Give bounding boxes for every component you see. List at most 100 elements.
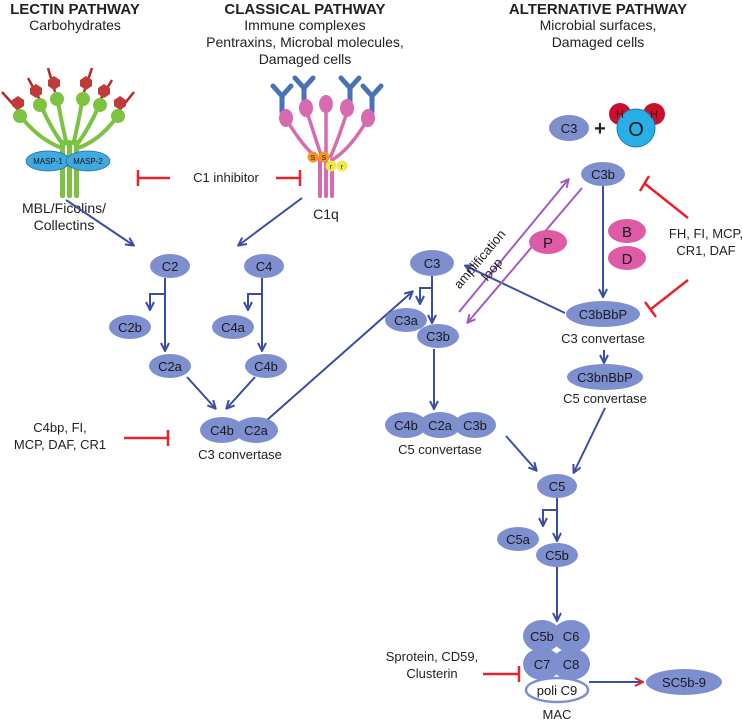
conv-c4b-label: C4b [210,423,234,438]
node-c2b: C2b [109,315,151,339]
classical-title: CLASSICAL PATHWAY [224,1,385,18]
svg-text:B: B [622,224,632,241]
node-c3-center: C3 [410,250,454,276]
svg-text:SC5b-9: SC5b-9 [662,675,706,690]
bottom-inhibitors-line-1: Sprotein, CD59, [386,649,479,664]
node-c4a: C4a [212,315,254,339]
mbl-molecule-illustration: MASP-1 MASP-2 [1,67,135,198]
svg-text:C3a: C3a [394,313,419,328]
c5-convertase-center-label: C5 convertase [398,442,482,457]
svg-text:C5b: C5b [545,548,569,563]
left-inhibition-mark [124,430,170,446]
c3-convertase-right-label: C3 convertase [561,331,645,346]
alternative-arrows [574,186,605,472]
node-c5a: C5a [497,527,539,551]
left-inhibitors-line-1: C4bp, FI, [33,420,86,435]
node-c3b-center: C3b [417,324,459,348]
svg-text:C3b: C3b [591,167,615,182]
svg-text:C6: C6 [563,629,580,644]
c1q-heads [279,95,375,127]
c1-inhibitor-inhibition-marks [136,170,302,186]
carbohydrate-hexagons [12,76,126,110]
node-c3bbbp: C3bBbP [566,301,640,327]
node-c4: C4 [244,254,284,278]
c1q-arms [286,108,368,162]
c1r-1 [325,160,337,172]
masp-2-blob [65,150,111,172]
mbl-arms [20,101,118,150]
node-c2a: C2a [149,354,191,378]
water-h1-label: H [616,109,624,121]
c3-convertase-left-label: C3 convertase [198,447,282,462]
node-c2: C2 [150,254,190,278]
node-c3bnbbp: C3bnBbP [567,364,643,390]
c1q-molecule-illustration: S S r r [270,75,384,198]
svg-text:P: P [543,235,553,252]
poli-c9-ring [524,676,590,704]
central-c3-arrows [420,266,566,470]
alternative-subtitle-1: Microbial surfaces, [540,17,657,33]
factor-p: P [529,230,567,254]
svg-text:D: D [622,251,633,268]
c3-convertase-classical-complex: C4b C2a [200,417,278,443]
node-sc5b9: SC5b-9 [646,669,722,695]
mbl-label-line-2: Collectins [34,217,95,233]
c1s-1 [307,151,319,163]
svg-text:C7: C7 [534,657,551,672]
lectin-title: LECTIN PATHWAY [10,1,140,18]
c5conv-c4b-label: C4b [394,418,418,433]
poli-c9-label: poli C9 [537,683,577,698]
c5-convertase-right-label: C5 convertase [563,391,647,406]
plus-sign: + [594,118,606,140]
mac-c5b [523,620,561,652]
c1s-2 [318,151,330,163]
amplification-loop-arrows [458,180,583,322]
mac-complex: C5b C6 C7 C8 poli C9 [523,620,590,704]
c1s-2-label: S [322,155,327,162]
alternative-subtitle-2: Damaged cells [552,34,645,50]
c5conv-c2a-label: C2a [428,418,453,433]
right-inhibitors-line-1: FH, FI, MCP, [669,226,742,241]
c5-convertase-classical-complex: C4b C2a C3b [385,412,496,438]
amplification-loop-label: amplification loop [451,227,509,292]
node-c5: C5 [537,474,577,498]
conv-c2a-label: C2a [244,423,269,438]
left-inhibitors-line-2: MCP, DAF, CR1 [14,437,106,452]
right-inhibitors-line-2: CR1, DAF [676,243,735,258]
factor-b: B [608,219,646,243]
masp-1-label: MASP-1 [33,157,63,166]
alternative-title: ALTERNATIVE PATHWAY [509,1,687,18]
c1r-1-label: r [330,164,333,171]
classical-subtitle-3: Damaged cells [259,51,352,67]
c1r-2 [336,160,348,172]
c5conv-c3b-label: C3b [463,418,487,433]
svg-text:C3: C3 [424,256,441,271]
bottom-inhibition-mark [483,666,521,682]
water-o-label: O [628,119,644,141]
svg-text:C2b: C2b [118,320,142,335]
svg-text:C4b: C4b [254,359,278,374]
c1q-label: C1q [313,206,339,222]
bottom-inhibitors-line-2: Clusterin [406,666,457,681]
classical-subtitle-2: Pentraxins, Microbal molecules, [206,34,404,50]
node-c4b: C4b [245,354,287,378]
c1s-1-label: S [311,155,316,162]
c1r-2-label: r [341,164,344,171]
svg-text:C3: C3 [561,121,578,136]
svg-text:C2: C2 [162,259,179,274]
svg-text:C4a: C4a [221,320,246,335]
mbl-heads [13,92,125,123]
classical-subtitle-1: Immune complexes [244,17,365,33]
node-c3a: C3a [385,308,427,332]
mac-c8 [552,648,590,680]
node-c3-alt: C3 [549,115,589,141]
lectin-subtitle: Carbohydrates [29,17,121,33]
masp-2-label: MASP-2 [73,157,103,166]
node-c3b-alt: C3b [581,162,625,186]
svg-text:C3b: C3b [426,329,450,344]
classical-lectin-arrows [65,197,412,429]
mac-label: MAC [543,707,572,722]
mac-c6 [552,620,590,652]
